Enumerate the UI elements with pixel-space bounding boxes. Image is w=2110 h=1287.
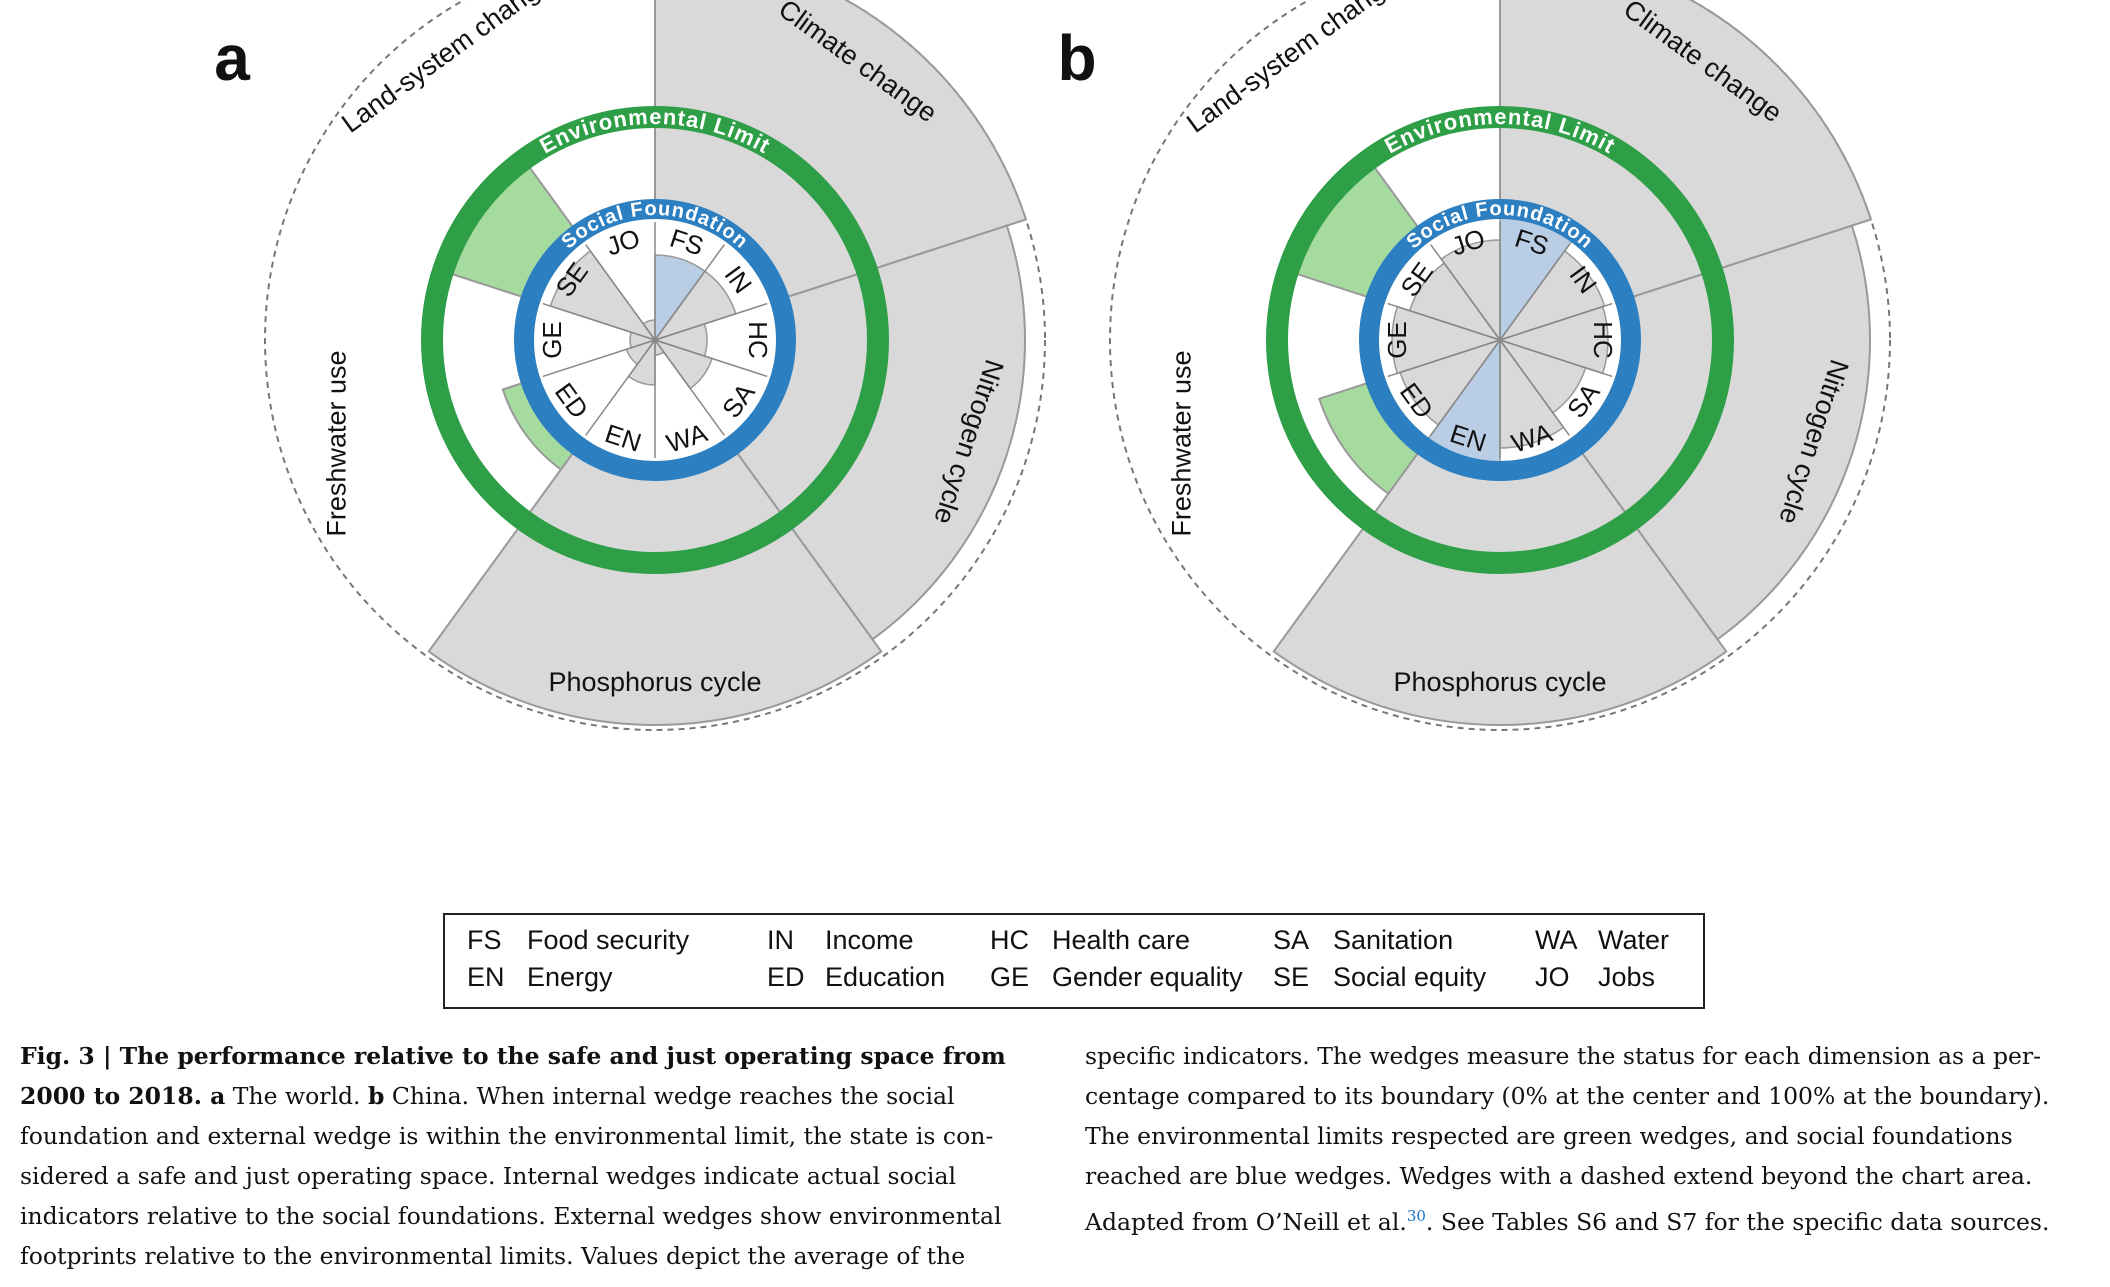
legend-code: IN xyxy=(767,925,794,955)
env-wedge-2 xyxy=(427,338,883,727)
spoke xyxy=(1387,302,1501,341)
social-label-ge: GE xyxy=(537,321,567,359)
caption-line-5: indicators relative to the social founda… xyxy=(20,1202,1002,1230)
reference-link[interactable]: 30 xyxy=(1406,1207,1426,1225)
spoke xyxy=(1430,339,1501,436)
caption-line-3: foundation and external wedge is within … xyxy=(20,1122,994,1150)
panel-letter: a xyxy=(214,22,250,94)
legend-name: Food security xyxy=(527,925,690,955)
outer-label-land-system-change: Land-system change xyxy=(1181,0,1401,139)
legend-item-jo: JO Jobs xyxy=(1535,962,1655,993)
caption-line-6: footprints relative to the environmental… xyxy=(20,1242,966,1270)
chart-area-boundary xyxy=(264,0,1046,731)
legend-item-ge: GE Gender equality xyxy=(990,962,1243,993)
social-label-ge: GE xyxy=(1382,321,1412,359)
caption-line-4: sidered a safe and just operating space.… xyxy=(20,1162,956,1190)
caption-line-10: reached are blue wedges. Wedges with a d… xyxy=(1085,1162,2033,1190)
legend-code: GE xyxy=(990,962,1030,992)
legend-name: Energy xyxy=(527,962,613,992)
legend-item-in: IN Income xyxy=(767,925,914,956)
environmental-limit-ring xyxy=(1266,106,1734,574)
caption-line-1: Fig. 3 | The performance relative to the… xyxy=(20,1042,1006,1070)
legend-item-se: SE Social equity xyxy=(1273,962,1486,993)
legend-code: SE xyxy=(1273,962,1310,992)
outer-label-land-system-change: Land-system change xyxy=(336,0,556,139)
legend-code: ED xyxy=(767,962,805,992)
legend-item-hc: HC Health care xyxy=(990,925,1190,956)
env-wedge-2 xyxy=(1272,338,1728,727)
legend-code: EN xyxy=(467,962,505,992)
spoke xyxy=(1387,339,1501,378)
legend-name: Education xyxy=(825,962,946,992)
legend-name: Jobs xyxy=(1598,962,1656,992)
caption-line-11: Adapted from O’Neill et al.30. See Table… xyxy=(1085,1207,2050,1236)
legend-name: Income xyxy=(825,925,914,955)
social-label-hc: HC xyxy=(743,321,773,359)
abbreviation-legend: FS Food security IN Income HC Health care SA Sa… xyxy=(443,913,1705,1009)
spoke xyxy=(1430,244,1501,341)
social-foundation-ring xyxy=(514,199,796,481)
legend-code: WA xyxy=(1535,925,1578,955)
spoke xyxy=(1499,339,1613,378)
spoke xyxy=(654,339,768,378)
figure-caption-left: Fig. 3 | The performance relative to the… xyxy=(20,1036,1055,1276)
outer-label-freshwater-use: Freshwater use xyxy=(321,350,351,536)
spoke xyxy=(654,244,725,341)
spoke xyxy=(542,302,656,341)
legend-name: Sanitation xyxy=(1333,925,1454,955)
figure-caption-right: specific indicators. The wedges measure … xyxy=(1085,1036,2095,1242)
legend-item-en: EN Energy xyxy=(467,962,613,993)
caption-line-2: 2000 to 2018. a The world. b China. When… xyxy=(20,1082,955,1110)
outer-label-phosphorus-cycle: Phosphorus cycle xyxy=(548,667,761,697)
spoke xyxy=(585,244,656,341)
spoke xyxy=(542,339,656,378)
legend-code: FS xyxy=(467,925,502,955)
legend-item-sa: SA Sanitation xyxy=(1273,925,1453,956)
legend-item-wa: WA Water xyxy=(1535,925,1669,956)
environmental-limit-ring xyxy=(421,106,889,574)
outer-label-phosphorus-cycle: Phosphorus cycle xyxy=(1393,667,1606,697)
legend-code: HC xyxy=(990,925,1029,955)
spoke xyxy=(1499,244,1570,341)
legend-code: JO xyxy=(1535,962,1570,992)
legend-name: Water xyxy=(1598,925,1670,955)
legend-item-ed: ED Education xyxy=(767,962,945,993)
spoke xyxy=(654,302,768,341)
chart-area-boundary xyxy=(1109,0,1891,731)
legend-name: Health care xyxy=(1052,925,1191,955)
panel-letter: b xyxy=(1057,22,1096,94)
caption-line-8: centage compared to its boundary (0% at … xyxy=(1085,1082,2050,1110)
caption-line-7: specific indicators. The wedges measure … xyxy=(1085,1042,2042,1070)
spoke xyxy=(585,339,656,436)
outer-label-freshwater-use: Freshwater use xyxy=(1166,350,1196,536)
spoke xyxy=(654,339,725,436)
spoke xyxy=(1499,302,1613,341)
caption-line-9: The environmental limits respected are g… xyxy=(1085,1122,2013,1150)
social-label-hc: HC xyxy=(1588,321,1618,359)
legend-name: Gender equality xyxy=(1052,962,1243,992)
social-foundation-ring xyxy=(1359,199,1641,481)
spoke xyxy=(1499,339,1570,436)
legend-item-fs: FS Food security xyxy=(467,925,689,956)
legend-name: Social equity xyxy=(1333,962,1487,992)
legend-code: SA xyxy=(1273,925,1310,955)
